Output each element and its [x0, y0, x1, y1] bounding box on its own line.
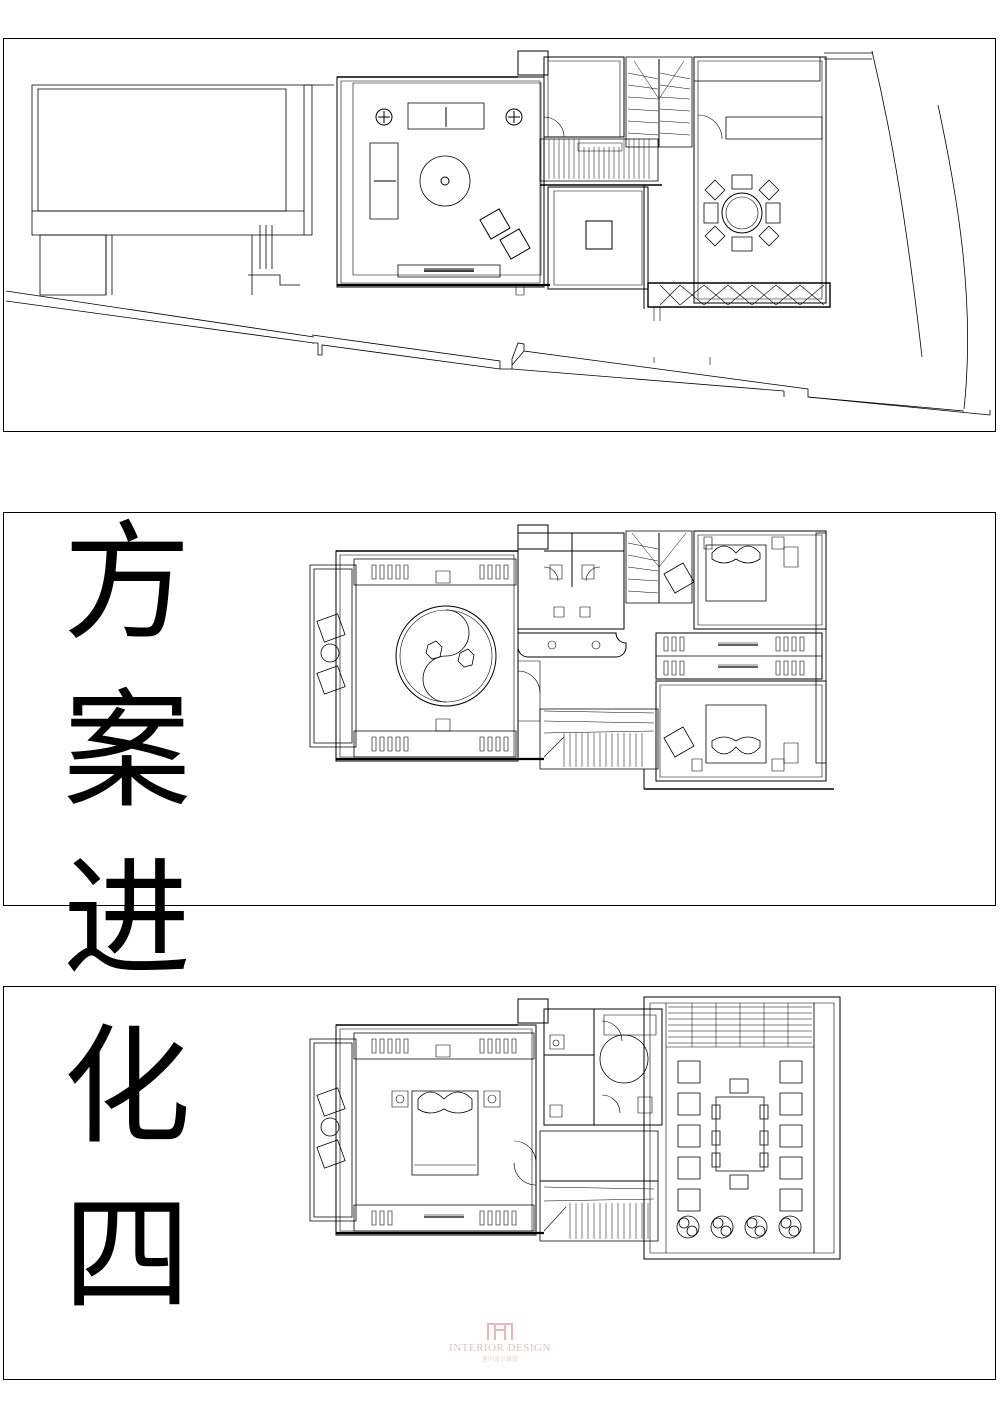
living-room [337, 77, 549, 287]
title-char-4: 化 [62, 1013, 191, 1162]
bedroom-1 [664, 531, 826, 763]
watermark-sub: 室内设计联盟 [481, 1356, 518, 1363]
bathroom [518, 999, 662, 1125]
floor-plan-3 [4, 987, 997, 1381]
pool [32, 85, 334, 295]
roof-terrace [644, 997, 840, 1259]
dining-room [644, 57, 830, 365]
tea-room [336, 551, 544, 761]
floor-plan-2-frame [3, 512, 996, 906]
bathroom [518, 525, 626, 657]
floor-plan-2 [4, 513, 997, 907]
bedroom-2 [644, 681, 834, 789]
watermark: INTERIOR DESIGN 室内设计联盟 [440, 1320, 560, 1363]
floor-plan-1-frame [3, 38, 996, 432]
title-char-2: 案 [62, 677, 191, 826]
balcony [310, 1039, 356, 1221]
watermark-logo-icon [486, 1320, 514, 1342]
title-char-1: 方 [62, 509, 191, 658]
closet [656, 633, 822, 679]
master-bedroom [336, 1025, 544, 1235]
floor-plan-3-frame [3, 986, 996, 1380]
vertical-title: 方 案 进 化 四 [52, 520, 202, 1360]
site-boundary [6, 51, 990, 415]
stair [540, 531, 692, 769]
floor-plan-1 [4, 39, 997, 433]
balcony [310, 565, 356, 747]
yin-yang-table [396, 606, 496, 706]
watermark-brand: INTERIOR DESIGN [449, 1342, 551, 1354]
title-char-3: 进 [62, 845, 191, 994]
planter-flower [677, 1216, 801, 1238]
stair-hall [516, 51, 692, 295]
stair [514, 1131, 658, 1241]
title-char-5: 四 [62, 1181, 191, 1330]
